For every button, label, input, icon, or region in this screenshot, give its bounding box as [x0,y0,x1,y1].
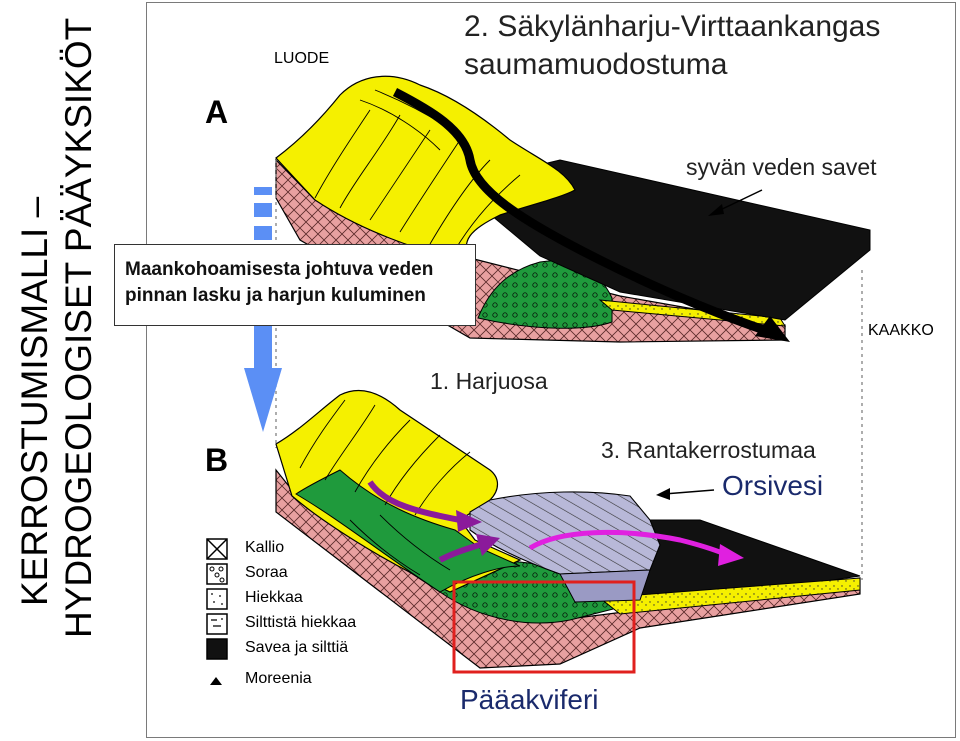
label-deep-water-clays: syvän veden savet [686,154,877,181]
block-b-shore-front [560,570,650,602]
legend-label-kallio: Kallio [245,539,284,557]
gravel-icon [207,564,227,584]
label-esker-part: 1. Harjuosa [430,368,548,395]
panel-label-b: B [205,442,228,479]
label-perched-water: Orsivesi [722,470,823,502]
pointer-arrow-orsivesi [656,488,714,500]
legend-label-hiekkaa: Hiekkaa [245,589,303,607]
silty-sand-icon [207,614,227,634]
direction-se: KAAKKO [868,322,934,340]
direction-nw: LUODE [274,50,329,68]
moraine-icon [210,677,222,685]
clay-silt-icon [207,639,227,659]
legend-label-soraa: Soraa [245,564,288,582]
panel-label-a: A [205,94,228,131]
callout-line1: Maankohoamisesta johtuva veden [125,257,465,283]
bedrock-icon [207,539,227,559]
legend-icons [207,539,227,685]
legend-label-moreenia: Moreenia [245,670,312,688]
diagram-title-line1: 2. Säkylänharju-Virttaankangas [464,10,880,44]
diagram-title-line2: saumamuodostuma [464,48,727,82]
block-b [276,390,860,668]
legend-label-savea-ja-silttia: Savea ja silttiä [245,639,348,657]
legend-label-silttista-hiekkaa: Silttistä hiekkaa [245,614,356,632]
sand-icon [207,589,227,609]
callout-box: Maankohoamisesta johtuva veden pinnan la… [114,244,476,326]
label-main-aquifer: Pääakviferi [460,684,599,716]
callout-line2: pinnan lasku ja harjun kuluminen [125,283,465,309]
label-shore-deposit: 3. Rantakerrostumaa [601,437,816,464]
